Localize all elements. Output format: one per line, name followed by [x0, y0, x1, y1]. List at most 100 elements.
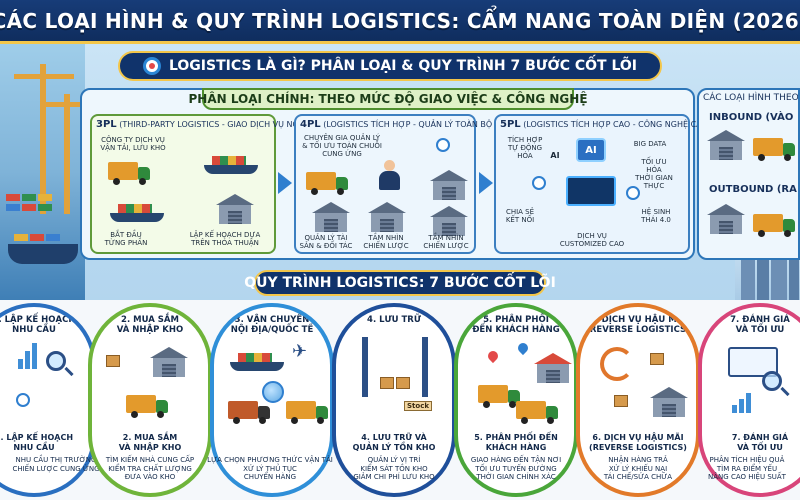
- step-7-subtitle: 7. ĐÁNH GIÁ VÀ TỐI ƯU: [731, 433, 789, 452]
- step-2-subtitle: 2. MUA SẮM VÀ NHẬP KHO: [118, 433, 182, 452]
- page-title: CÁC LOẠI HÌNH & QUY TRÌNH LOGISTICS: CẨM…: [0, 8, 800, 33]
- box-5pl: 5PL (LOGISTICS TÍCH HỢP CAO - CÔNG NGHỆ …: [494, 114, 711, 254]
- caption: TỐI ƯU HÓA THỜI GIAN THỰC: [635, 158, 673, 190]
- caption: HỆ SINH THÁI 4.0: [641, 208, 671, 224]
- step-4-title: 4. LƯU TRỮ: [367, 315, 421, 325]
- truck-icon: [286, 401, 328, 424]
- warehouse-icon: [368, 202, 406, 232]
- caption: QUẢN LÝ TÀI SẢN & ĐỐI TÁC: [299, 234, 353, 250]
- inbound-outbound-panel: CÁC LOẠI HÌNH THEO INBOUND (VÀO OUTBOUND…: [697, 88, 800, 260]
- subtitle-pill: LOGISTICS LÀ GÌ? PHÂN LOẠI & QUY TRÌNH 7…: [118, 51, 662, 81]
- return-cycle-icon: [600, 347, 634, 381]
- step-7-desc: PHÂN TÍCH HIỆU QUẢ TÌM RA ĐIỂM YẾU NÂNG …: [708, 456, 786, 481]
- caption: CHIA SẺ KẾT NỐI: [505, 208, 535, 224]
- train-icon: [228, 401, 270, 424]
- classification-panel: PHÂN LOẠI CHÍNH: THEO MỨC ĐỘ GIAO VIỆC &…: [80, 88, 711, 260]
- package-icon: [106, 355, 120, 367]
- warehouse-icon: [150, 347, 188, 377]
- container-icon: [38, 204, 52, 211]
- container-icon: [6, 204, 20, 211]
- box-4pl: 4PL (LOGISTICS TÍCH HỢP - QUẢN LÝ TOÀN B…: [294, 114, 524, 254]
- map-pin-icon: [515, 340, 531, 356]
- magnifier-icon: [762, 371, 782, 391]
- subtitle-text: LOGISTICS LÀ GÌ? PHÂN LOẠI & QUY TRÌNH 7…: [168, 58, 638, 74]
- step-4-desc: QUẢN LÝ VỊ TRÍ KIỂM SÁT TỒN KHO GIẢM CHI…: [353, 456, 435, 481]
- arrow-right-icon: [278, 172, 292, 194]
- crane-icon: [40, 64, 46, 214]
- caption: DỊCH VỤ CUSTOMIZED CAO: [559, 232, 625, 248]
- box-3pl-title: 3PL (THIRD-PARTY LOGISTICS - GIAO DỊCH V…: [96, 119, 316, 130]
- warehouse-icon: [312, 202, 350, 232]
- step-1-subtitle: 1. LẬP KẾ HOẠCH NHU CẦU: [0, 433, 74, 452]
- box-3pl: 3PL (THIRD-PARTY LOGISTICS - GIAO DỊCH V…: [90, 114, 316, 254]
- network-node-icon: [626, 186, 640, 200]
- stock-sign: Stock: [404, 401, 433, 411]
- truck-icon: [478, 385, 520, 408]
- caption: AI: [550, 151, 560, 160]
- caption: TẦM NHÌN CHIẾN LƯỢC: [423, 234, 469, 250]
- step-5-subtitle: 5. PHÂN PHỐI ĐẾN KHÁCH HÀNG: [474, 433, 558, 452]
- truck-icon: [753, 138, 795, 161]
- step-2-desc: TÌM KIẾM NHÀ CUNG CẤP KIỂM TRA CHẤT LƯỢN…: [105, 456, 195, 481]
- box-4pl-code: 4PL: [300, 119, 321, 130]
- port-scene-illustration: [0, 44, 85, 300]
- step-3-desc: LỰA CHỌN PHƯƠNG THỨC VẬN TẢI XỬ LÝ THỦ T…: [207, 456, 333, 481]
- caption: LẬP KẾ HOẠCH DỰA TRÊN THỎA THUẬN: [189, 231, 261, 247]
- container-icon: [30, 234, 44, 241]
- magnifier-icon: [46, 351, 66, 371]
- ship-icon: [8, 244, 78, 264]
- package-icon: [396, 377, 410, 389]
- crane-arm: [44, 102, 84, 107]
- caption: CHUYÊN GIA QUẢN LÝ & TỐI ƯU TOÀN CHUỖI C…: [302, 134, 382, 158]
- store-icon: [534, 353, 572, 383]
- step-4: 4. LƯU TRỮ Stock 4. LƯU TRỮ VÀ QUẢN LÝ T…: [332, 303, 456, 497]
- chart-icon: [732, 393, 751, 413]
- robot-arm-icon: [362, 337, 368, 397]
- truck-icon: [108, 162, 150, 185]
- target-icon: [142, 57, 161, 75]
- warehouse-icon: [430, 170, 468, 200]
- box-4pl-title: 4PL (LOGISTICS TÍCH HỢP - QUẢN LÝ TOÀN B…: [300, 119, 524, 130]
- step-1-desc: NHU CẦU THỊ TRƯỜNG CHIẾN LƯỢC CUNG ỨNG: [12, 456, 100, 473]
- step-4-subtitle: 4. LƯU TRỮ VÀ QUẢN LÝ TỒN KHO: [352, 433, 436, 452]
- ship-icon: [230, 349, 284, 371]
- building-icon: [771, 258, 787, 300]
- process-title-pill: QUY TRÌNH LOGISTICS: 7 BƯỚC CỐT LÕI: [244, 270, 556, 296]
- service-center-icon: [650, 387, 688, 417]
- classification-header: PHÂN LOẠI CHÍNH: THEO MỨC ĐỘ GIAO VIỆC &…: [188, 88, 588, 110]
- warehouse-icon: [707, 130, 745, 160]
- step-3-title: 3. VẬN CHUYỂN NỘI ĐỊA/QUỐC TẾ: [230, 315, 314, 335]
- caption: TÍCH HỢP TỰ ĐỘNG HÓA: [507, 136, 543, 160]
- container-icon: [14, 234, 28, 241]
- truck-icon: [126, 395, 168, 418]
- ai-chip-icon: AI: [576, 138, 606, 162]
- step-1: 1. LẬP KẾ HOẠCH NHU CẦU 1. LẬP KẾ HOẠCH …: [0, 303, 96, 497]
- chart-icon: [18, 343, 37, 369]
- dashboard-screen-icon: [566, 176, 616, 206]
- box-4pl-desc: (LOGISTICS TÍCH HỢP - QUẢN LÝ TOÀN BỘ CH…: [323, 120, 524, 129]
- outbound-label: OUTBOUND (RA: [709, 184, 797, 195]
- caption: TẦM NHÌN CHIẾN LƯỢC: [363, 234, 409, 250]
- container-icon: [6, 194, 20, 201]
- step-2: 2. MUA SẮM VÀ NHẬP KHO 2. MUA SẮM VÀ NHẬ…: [88, 303, 212, 497]
- io-panel-header: CÁC LOẠI HÌNH THEO: [703, 93, 799, 103]
- step-1-title: 1. LẬP KẾ HOẠCH NHU CẦU: [0, 315, 76, 335]
- inbound-label: INBOUND (VÀO: [709, 112, 794, 123]
- package-icon: [380, 377, 394, 389]
- step-6-title: 6. DỊCH VỤ HẬU MÃI (REVERSE LOGISTICS): [585, 315, 691, 335]
- arrow-right-icon: [479, 172, 493, 194]
- container-icon: [22, 194, 36, 201]
- step-6-subtitle: 6. DỊCH VỤ HẬU MÃI (REVERSE LOGISTICS): [589, 433, 687, 452]
- box-5pl-code: 5PL: [500, 119, 521, 130]
- warehouse-icon: [216, 194, 254, 224]
- map-pin-icon: [485, 348, 501, 364]
- box-3pl-code: 3PL: [96, 119, 117, 130]
- box-5pl-desc: (LOGISTICS TÍCH HỢP CAO - CÔNG NGHỆ CAO): [523, 120, 711, 129]
- box-3pl-desc: (THIRD-PARTY LOGISTICS - GIAO DỊCH VỤ NG…: [119, 120, 316, 129]
- box-5pl-title: 5PL (LOGISTICS TÍCH HỢP CAO - CÔNG NGHỆ …: [500, 119, 711, 130]
- airplane-icon: ✈: [292, 341, 308, 362]
- package-icon: [650, 353, 664, 365]
- caption: BIG DATA: [633, 140, 667, 148]
- step-7-title: 7. ĐÁNH GIÁ VÀ TỐI ƯU: [730, 315, 790, 335]
- warehouse-icon: [707, 204, 745, 234]
